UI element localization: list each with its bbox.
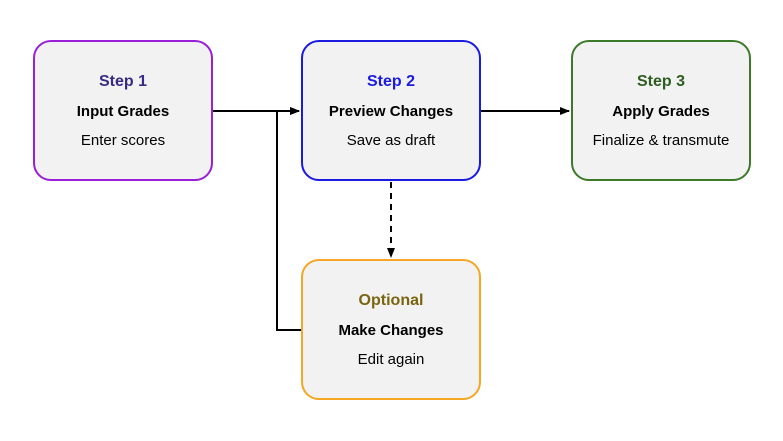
node-step-label: Optional	[358, 291, 424, 309]
edge-optional-to-step2	[276, 107, 301, 331]
node-step-2: Step 2 Preview Changes Save as draft	[301, 40, 481, 181]
node-title: Apply Grades	[612, 102, 710, 120]
node-description: Finalize & transmute	[592, 131, 730, 149]
node-title: Input Grades	[76, 102, 170, 120]
node-optional: Optional Make Changes Edit again	[301, 259, 481, 400]
node-step-3: Step 3 Apply Grades Finalize & transmute	[571, 40, 751, 181]
node-title: Preview Changes	[328, 102, 454, 120]
node-step-1: Step 1 Input Grades Enter scores	[33, 40, 213, 181]
node-description: Enter scores	[80, 131, 166, 149]
node-step-label: Step 3	[636, 72, 685, 90]
node-description: Save as draft	[346, 131, 436, 149]
node-step-label: Step 2	[366, 72, 415, 90]
node-title: Make Changes	[338, 321, 444, 339]
node-description: Edit again	[357, 350, 425, 368]
node-step-label: Step 1	[98, 72, 147, 90]
